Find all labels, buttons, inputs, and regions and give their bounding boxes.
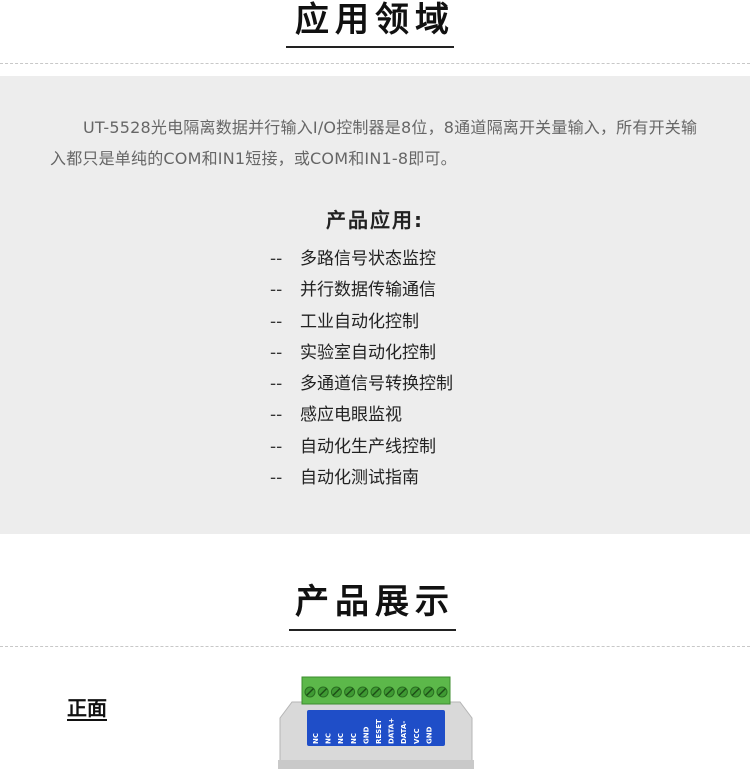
application-item-label: 实验室自动化控制 [300,342,436,363]
pin-label: GND [362,726,370,744]
pin-labels: NC NC NC NC GND RESET DATA+ DATA- VCC GND [312,718,433,744]
intro-paragraph: UT-5528光电隔离数据并行输入I/O控制器是8位，8通道隔离开关量输入，所有… [50,118,698,168]
application-item: -- 工业自动化控制 [270,307,453,338]
list-dash: -- [270,280,283,301]
pin-label-panel [307,710,445,746]
application-item: -- 感应电眼监视 [270,400,453,431]
list-dash: -- [270,405,283,426]
terminal-screw-slot [385,688,394,696]
terminal-screw-slot [345,688,354,696]
application-item: -- 自动化测试指南 [270,463,453,494]
application-item: -- 多路信号状态监控 [270,244,453,275]
terminal-screw-slot [306,688,314,696]
terminal-screw-slot [332,688,341,696]
application-item: -- 多通道信号转换控制 [270,369,453,400]
pin-label: RESET [375,719,383,744]
section-title-underline [286,46,454,48]
list-dash: -- [270,249,283,269]
application-item: -- 并行数据传输通信 [270,275,453,306]
list-dash: -- [270,468,283,489]
pin-label: VCC [413,728,421,744]
front-view-label: 正面 [67,696,107,720]
list-dash: -- [270,311,283,332]
device-housing-rail [278,760,474,769]
applications-heading: 产品应用: [326,208,424,232]
intro-panel [0,76,750,534]
pin-label: DATA- [400,721,408,744]
pin-label: NC [350,733,358,744]
list-dash: -- [270,374,283,395]
device-front-image: NC NC NC NC GND RESET DATA+ DATA- VCC GND [278,676,474,769]
application-item-label: 工业自动化控制 [300,311,419,332]
application-item-label: 自动化生产线控制 [300,436,436,457]
application-item-label: 自动化测试指南 [300,468,419,489]
terminal-screw-slot [319,688,328,696]
application-item-label: 多路信号状态监控 [300,249,436,269]
divider [0,63,750,64]
pin-label: NC [337,733,345,744]
pin-label: NC [325,733,333,744]
section-title-application: 应用领域 [295,0,455,40]
applications-list: --多路信号状态监控--并行数据传输通信--工业自动化控制--实验室自动化控制-… [270,244,453,494]
application-item-label: 并行数据传输通信 [300,280,436,301]
application-item-label: 多通道信号转换控制 [300,374,453,395]
pin-label: NC [312,733,320,744]
list-dash: -- [270,342,283,363]
terminal-screw-slot [372,688,380,696]
application-item: -- 自动化生产线控制 [270,432,453,463]
terminal-screw-slot [411,688,420,696]
terminal-screw-slot [438,688,446,696]
pin-label: DATA+ [388,718,396,744]
application-item: -- 实验室自动化控制 [270,338,453,369]
divider [0,646,750,647]
terminal-screw-slot [424,688,433,696]
list-dash: -- [270,436,283,457]
terminal-screw-slot [398,688,407,696]
terminal-screws [304,686,448,698]
section-title-underline [289,629,456,631]
terminal-screw-slot [358,688,367,696]
application-item-label: 感应电眼监视 [300,405,402,426]
section-title-showcase: 产品展示 [295,582,455,622]
pin-label: GND [425,726,433,744]
